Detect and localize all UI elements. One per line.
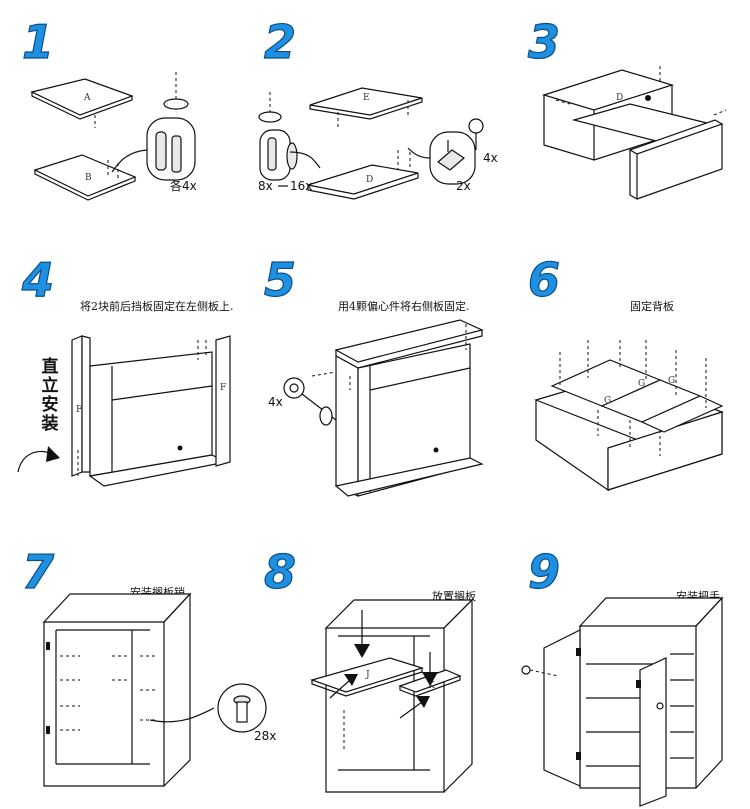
svg-text:J: J — [365, 670, 370, 680]
step-number-7: 7 — [21, 544, 54, 596]
step-3: 3 D — [500, 0, 750, 240]
svg-text:28x: 28x — [254, 729, 276, 743]
step-number-9: 9 — [527, 544, 560, 596]
step-number-5: 5 — [263, 252, 296, 304]
svg-text:16x: 16x — [290, 179, 312, 193]
svg-text:F: F — [76, 405, 82, 415]
svg-text:9: 9 — [528, 545, 560, 596]
svg-text:D: D — [616, 93, 623, 103]
svg-text:4x: 4x — [483, 151, 498, 165]
step-8-illustration: J K — [310, 598, 474, 793]
svg-text:G: G — [638, 379, 645, 389]
svg-text:K: K — [428, 681, 435, 691]
svg-text:G: G — [604, 396, 611, 406]
step-6-illustration: G G G — [534, 340, 724, 492]
step-5-caption: 用4颗偏心件将右侧板固定. — [338, 300, 470, 313]
step-number-6: 6 — [527, 252, 560, 304]
step-number-1: 1 — [21, 14, 54, 66]
svg-text:1: 1 — [22, 15, 54, 66]
step-1-illustration: A B 各4x — [30, 72, 197, 201]
svg-text:8x: 8x — [258, 179, 273, 193]
step-7: 7 安装搁板销 28x — [0, 530, 276, 809]
svg-text:2: 2 — [264, 15, 296, 66]
step-9: 9 安装把手 — [500, 530, 750, 809]
svg-text:7: 7 — [22, 545, 54, 596]
step-number-3: 3 — [527, 14, 560, 66]
svg-text:5: 5 — [264, 253, 296, 304]
step-4-caption: 将2块前后挡板固定在左侧板上. — [80, 300, 234, 313]
step-3-illustration: D — [541, 66, 727, 201]
step-1: 1 A B 各4x — [0, 0, 250, 240]
step-number-8: 8 — [263, 544, 296, 596]
svg-text:2x: 2x — [456, 179, 471, 193]
step-number-4: 4 — [20, 252, 54, 304]
svg-text:G: G — [668, 376, 675, 386]
step-5: 5 用4颗偏心件将右侧板固定. 4x — [250, 240, 500, 530]
step-9-illustration — [521, 596, 724, 807]
svg-text:A: A — [83, 93, 91, 103]
upright-install-label: 直 立 安 装 — [41, 357, 59, 434]
step-6-caption: 固定背板 — [630, 300, 674, 313]
svg-text:3: 3 — [528, 15, 560, 66]
svg-text:D: D — [366, 175, 373, 185]
svg-text:E: E — [363, 93, 370, 103]
svg-text:4: 4 — [21, 253, 54, 304]
svg-text:B: B — [85, 173, 92, 183]
svg-text:各4x: 各4x — [170, 178, 197, 193]
step-4: 4 将2块前后挡板固定在左侧板上. 直 立 安 装 F F — [0, 240, 250, 530]
step-2-illustration: E D 8x 16x 2x 4x — [258, 87, 498, 200]
step-8: 8 放置搁板 J K — [250, 530, 500, 809]
step-2: 2 E D 8x 16x 2x 4x — [250, 0, 500, 240]
step-7-illustration: 28x — [42, 592, 276, 787]
svg-text:4x: 4x — [268, 395, 283, 409]
step-4-illustration: F F — [17, 335, 231, 487]
svg-text:8: 8 — [264, 545, 296, 596]
svg-text:6: 6 — [528, 253, 560, 304]
step-5-illustration: 4x — [268, 319, 484, 497]
step-number-2: 2 — [263, 14, 296, 66]
step-6: 6 固定背板 G G G — [500, 240, 750, 530]
svg-text:F: F — [220, 383, 226, 393]
